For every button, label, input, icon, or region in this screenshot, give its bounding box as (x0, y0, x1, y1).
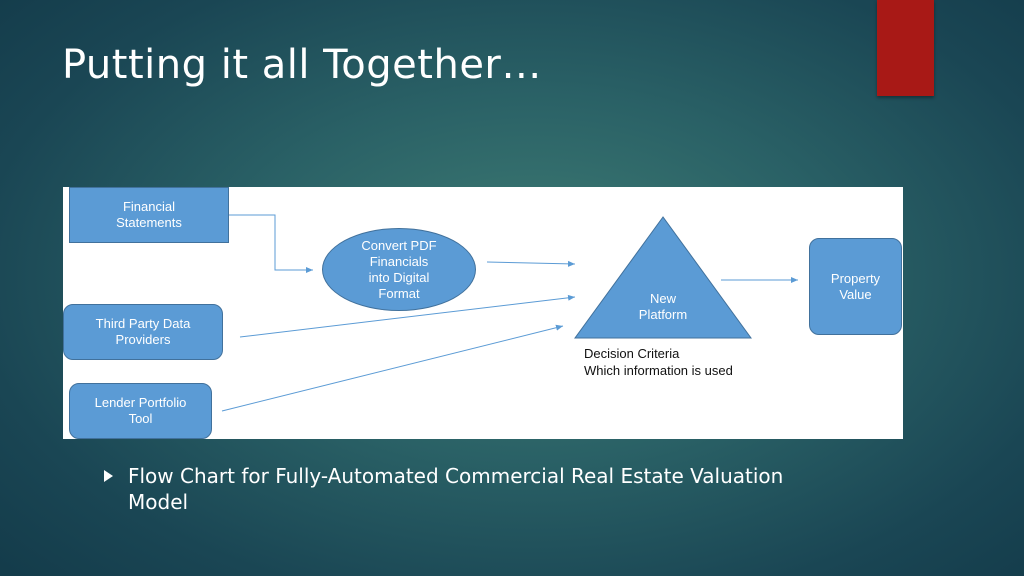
node-third-party-data: Third Party Data Providers (63, 304, 223, 360)
arrow-financials-to-convert (229, 214, 313, 273)
decision-criteria-subtitle: Which information is used (584, 363, 733, 378)
decision-criteria-label: Decision Criteria (584, 346, 680, 361)
accent-tab (877, 0, 934, 96)
node-lender-portfolio-tool: Lender Portfolio Tool (69, 383, 212, 439)
node-new-platform-label: New Platform (638, 291, 688, 322)
connector-lines (221, 214, 798, 412)
bullet-text: Flow Chart for Fully-Automated Commercia… (128, 464, 784, 514)
bullet-item: Flow Chart for Fully-Automated Commercia… (104, 463, 844, 515)
flowchart-panel: Financial Statements Third Party Data Pr… (63, 187, 903, 439)
new-platform-triangle (574, 216, 752, 339)
arrow-thirdparty-to-platform (239, 294, 576, 338)
arrow-lender-to-platform (221, 324, 564, 412)
node-convert-pdf: Convert PDF Financials into Digital Form… (322, 228, 476, 311)
arrow-convert-to-platform (486, 260, 576, 267)
slide-title: Putting it all Together… (62, 42, 542, 88)
node-financial-statements: Financial Statements (69, 187, 229, 243)
node-property-value: Property Value (809, 238, 902, 335)
triangle-bullet-icon (104, 470, 113, 482)
